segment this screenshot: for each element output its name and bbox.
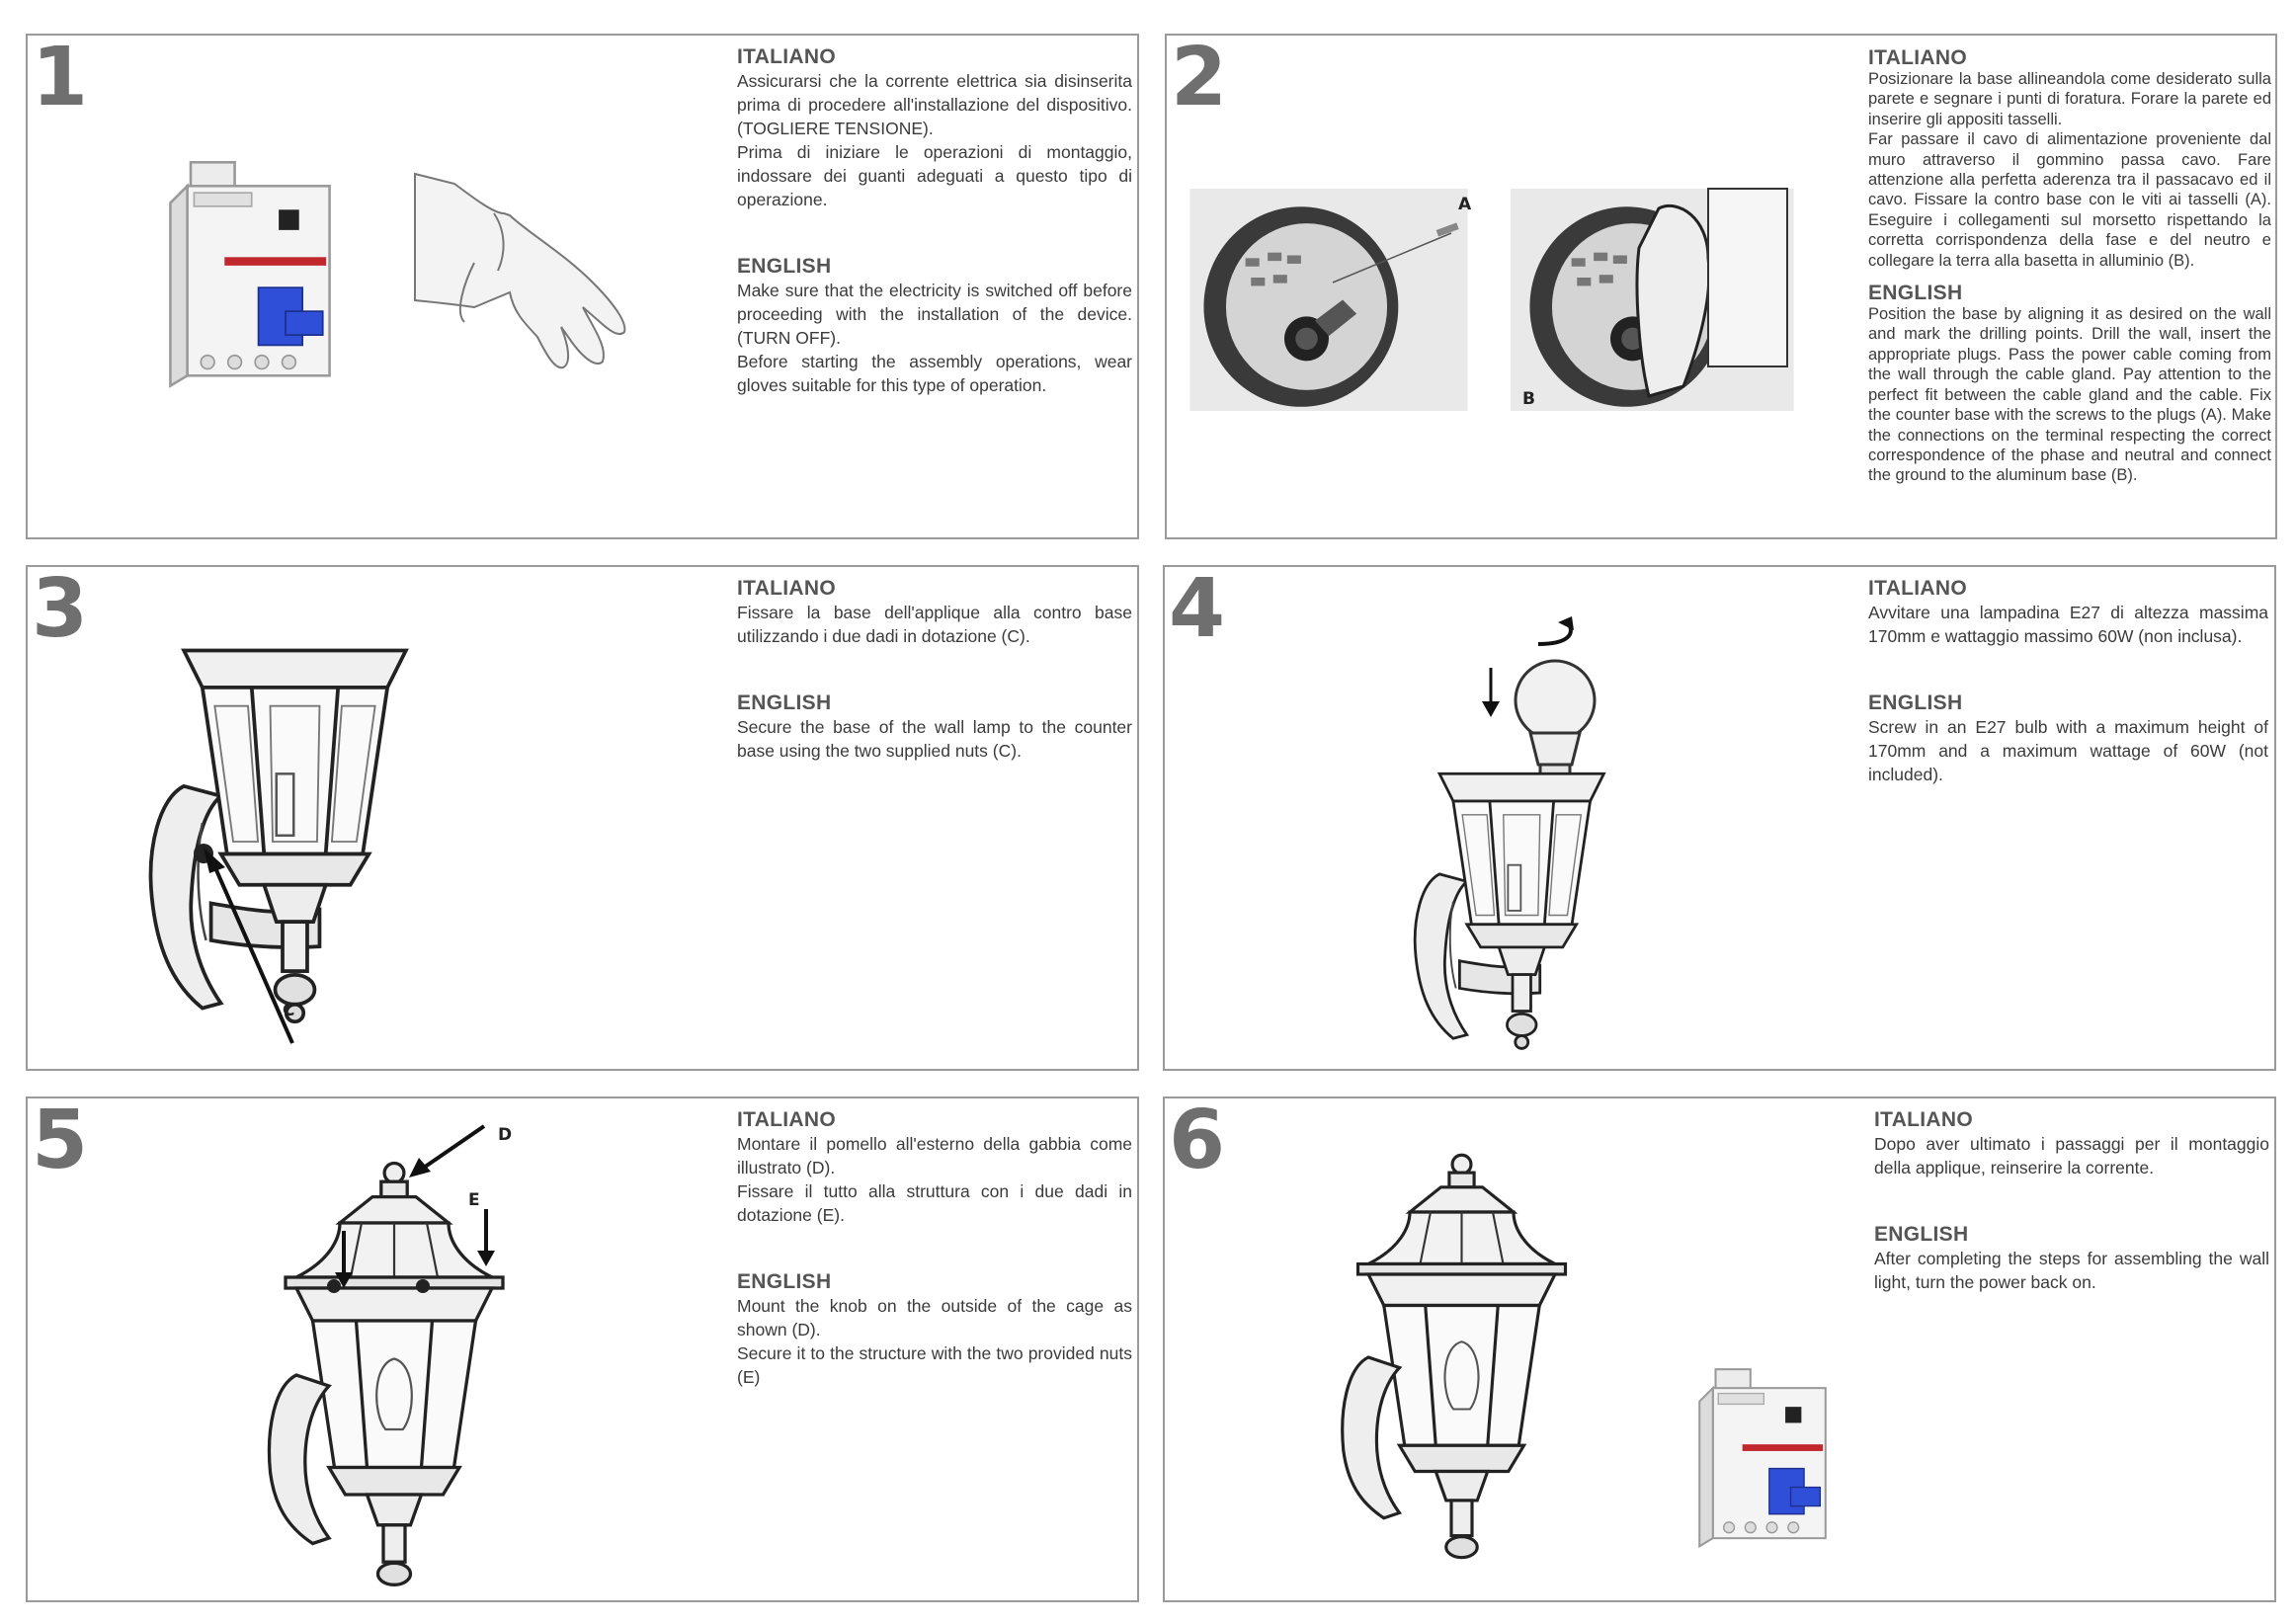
italian-heading: ITALIANO: [737, 45, 836, 68]
step-number: 5: [32, 1096, 89, 1187]
circuit-breaker-icon: [169, 160, 331, 387]
english-paragraph: Before starting the assembly operations,…: [737, 352, 1132, 395]
italian-heading: ITALIANO: [1868, 46, 1967, 69]
italian-heading: ITALIANO: [737, 577, 836, 600]
english-paragraph: Secure it to the structure with the two …: [737, 1343, 1132, 1387]
wall-lantern-icon: [1413, 771, 1605, 1050]
step-1-panel: 1 ITALIANO Assicurarsi che la corrente e…: [26, 34, 1139, 539]
wall-lantern-icon: [1341, 1153, 1568, 1560]
step-2-panel: 2 A B ITALIANO Posizionare la base allin…: [1165, 34, 2277, 539]
label-d-text: D: [498, 1125, 512, 1145]
italian-paragraph: Far passare il cavo di alimentazione pro…: [1868, 130, 2271, 270]
down-arrow-icon: [477, 1209, 495, 1266]
step-number: 1: [32, 34, 89, 124]
wall-lantern-icon: [267, 1161, 505, 1587]
italian-paragraph: Posizionare la base allineandola come de…: [1868, 70, 2271, 128]
label-b: B: [1522, 389, 1535, 409]
label-a: A: [1458, 195, 1472, 214]
italian-paragraph: Fissare il tutto alla struttura con i du…: [737, 1181, 1132, 1225]
circuit-breaker-icon: [1698, 1368, 1827, 1548]
italian-paragraph: Avvitare una lampadina E27 di altezza ma…: [1868, 603, 2268, 646]
english-paragraph: Make sure that the electricity is switch…: [737, 281, 1132, 348]
down-arrow-icon: [1482, 668, 1500, 717]
step-number: 2: [1171, 34, 1228, 124]
italian-paragraph: Montare il pomello all'esterno della gab…: [737, 1134, 1132, 1177]
english-heading: ENGLISH: [1868, 282, 1963, 305]
english-paragraph: Mount the knob on the outside of the cag…: [737, 1296, 1132, 1340]
italian-paragraph: Fissare la base dell'applique alla contr…: [737, 603, 1132, 646]
step-4-text: ITALIANO Avvitare una lampadina E27 di a…: [1868, 577, 2268, 786]
english-heading: ENGLISH: [737, 1270, 832, 1293]
italian-heading: ITALIANO: [737, 1108, 836, 1131]
english-paragraph: Secure the base of the wall lamp to the …: [737, 717, 1132, 761]
step-3-text: ITALIANO Fissare la base dell'applique a…: [737, 577, 1132, 763]
english-heading: ENGLISH: [737, 255, 832, 278]
label-d: D: [498, 1125, 512, 1145]
step-number: 6: [1169, 1096, 1226, 1187]
english-paragraph: Screw in an E27 bulb with a maximum heig…: [1868, 717, 2268, 784]
gloved-hand-icon: [414, 172, 626, 369]
label-c-text: C: [283, 1001, 294, 1020]
rotate-arrow-icon: [1537, 616, 1574, 646]
italian-heading: ITALIANO: [1874, 1108, 1973, 1131]
label-b-text: B: [1522, 389, 1535, 409]
pointer-arrow-icon: [409, 1124, 486, 1177]
step-5-panel: 5 D E ITALIANO Montare il pomello all'es…: [26, 1096, 1139, 1602]
label-e: E: [468, 1190, 480, 1210]
italian-paragraph: Assicurarsi che la corrente elettrica si…: [737, 71, 1132, 138]
italian-paragraph: Prima di iniziare le operazioni di monta…: [737, 142, 1132, 209]
wall-base-mounted-icon: [1511, 188, 1794, 411]
step-1-text: ITALIANO Assicurarsi che la corrente ele…: [737, 45, 1132, 397]
wall-base-icon: [1189, 189, 1468, 411]
label-a-text: A: [1458, 195, 1472, 214]
step-2-text: ITALIANO Posizionare la base allineandol…: [1868, 47, 2271, 486]
italian-heading: ITALIANO: [1868, 577, 1967, 600]
wall-lantern-icon: [148, 648, 408, 1044]
label-c: C: [283, 1001, 294, 1020]
step-3-panel: 3 C ITALIANO Fissare la base dell'appliq…: [26, 565, 1139, 1071]
step-5-text: ITALIANO Montare il pomello all'esterno …: [737, 1108, 1132, 1389]
step-number: 4: [1169, 565, 1226, 656]
english-paragraph: Position the base by aligning it as desi…: [1868, 305, 2271, 485]
label-e-text: E: [468, 1190, 480, 1210]
step-6-text: ITALIANO Dopo aver ultimato i passaggi p…: [1874, 1108, 2269, 1294]
step-4-panel: 4 ITALIANO Avvitare una lampadina E27 di…: [1163, 565, 2276, 1071]
light-bulb-icon: [1514, 659, 1597, 800]
english-heading: ENGLISH: [1874, 1223, 1969, 1246]
english-heading: ENGLISH: [1868, 691, 1963, 714]
english-paragraph: After completing the steps for assemblin…: [1874, 1249, 2269, 1292]
step-number: 3: [32, 565, 89, 656]
down-arrow-icon: [335, 1231, 353, 1288]
english-heading: ENGLISH: [737, 691, 832, 714]
italian-paragraph: Dopo aver ultimato i passaggi per il mon…: [1874, 1134, 2269, 1177]
step-6-panel: 6 ITALIANO Dopo aver ultimato i passaggi…: [1163, 1096, 2276, 1602]
